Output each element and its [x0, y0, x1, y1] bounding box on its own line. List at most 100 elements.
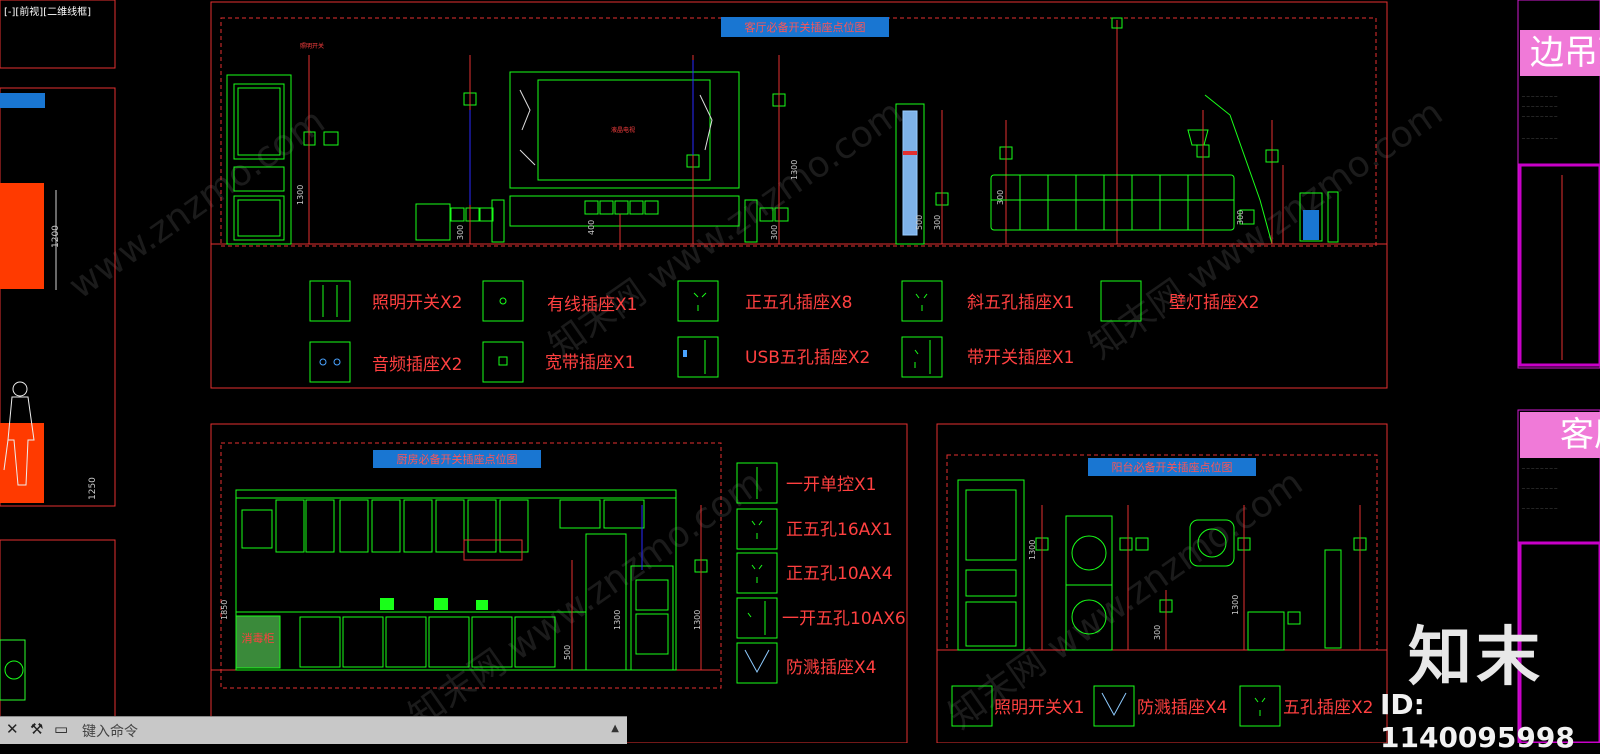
- kitchen-legend-icons: [736, 462, 778, 684]
- kitchen-disinfect-label: 消毒柜: [242, 631, 275, 645]
- balcony-door: [957, 479, 1025, 651]
- right-panels: ─ ─ ─ ─ ─ ─ ─ ─ ─ ─ ─ ─ ─ ─ ─ ─ ─ ─ ─ ─ ─…: [1517, 0, 1600, 743]
- five-hole-socket-icon: [1239, 685, 1281, 727]
- kitchen-legend-1: 正五孔16AX1: [786, 520, 893, 540]
- living-dim-1: 300: [456, 225, 465, 240]
- balcony-legend-icons: [951, 685, 1281, 727]
- command-history-icon[interactable]: ▭: [54, 720, 69, 738]
- washer-dryer: [1065, 515, 1113, 651]
- kitchen-legend-0: 一开单控X1: [786, 475, 876, 495]
- living-legend-7: USB五孔插座X2: [745, 348, 870, 368]
- balcony-legend-0: 照明开关X1: [994, 698, 1084, 718]
- switched-socket-icon: [901, 336, 943, 378]
- living-door-switch: 照明开关: [300, 42, 324, 50]
- kitchen-dim-2: 1300: [613, 610, 622, 630]
- command-line[interactable]: ✕ ⚒ ▭ 键入命令 ▲: [0, 716, 627, 744]
- switch-icon: [951, 685, 993, 727]
- balcony-panel: 阳台必备开关插座点位图: [936, 423, 1388, 743]
- living-title: 客厅必备开关插座点位图: [745, 20, 866, 34]
- living-legend-2: 正五孔插座X8: [745, 293, 852, 313]
- wall-fan: [1189, 519, 1235, 567]
- tv-socket-icon: [482, 280, 524, 322]
- five-hole-16a-icon: [736, 508, 778, 550]
- viewport-label[interactable]: [-][前视][二维线框]: [4, 5, 91, 18]
- living-legend-0: 照明开关X2: [372, 293, 462, 313]
- right-header-bottom-text: 客厅: [1560, 415, 1600, 455]
- living-legend-4: 壁灯插座X2: [1169, 293, 1259, 313]
- living-legend-3: 斜五孔插座X1: [967, 293, 1074, 313]
- svg-text:www.znzmo.com: www.znzmo.com: [62, 101, 333, 308]
- wrench-icon[interactable]: ⚒: [30, 720, 44, 738]
- single-switch-icon: [736, 462, 778, 504]
- living-dim-5: 300: [933, 215, 942, 230]
- right-header-bottom: 客厅: [1520, 412, 1600, 458]
- svg-text:─ ─ ─ ─ ─ ─ ─ ─: ─ ─ ─ ─ ─ ─ ─ ─: [1521, 506, 1558, 512]
- splash-proof-icon: [736, 642, 778, 684]
- balcony-dim-2: 300: [1153, 625, 1162, 640]
- close-icon[interactable]: ✕: [6, 720, 19, 738]
- person-figure-icon: [3, 381, 35, 486]
- expand-up-icon[interactable]: ▲: [611, 723, 619, 734]
- watermark-id: ID: 1140095998: [1380, 688, 1575, 754]
- kitchen-cabinets: [235, 489, 677, 671]
- switched-10a-icon: [736, 597, 778, 639]
- usb-socket-icon: [677, 336, 719, 378]
- living-legend-5: 音频插座X2: [372, 355, 462, 375]
- tv-label: 液晶电视: [611, 126, 635, 134]
- svg-text:─ ─ ─ ─ ─ ─ ─ ─: ─ ─ ─ ─ ─ ─ ─ ─: [1521, 466, 1558, 472]
- living-legend-8: 带开关插座X1: [967, 348, 1074, 368]
- living-panel: 客厅必备开关插座点位图 照明开关 1300 液晶电视: [210, 1, 1388, 389]
- network-socket-icon: [482, 341, 524, 383]
- svg-text:─ ─ ─ ─ ─ ─ ─ ─: ─ ─ ─ ─ ─ ─ ─ ─: [1521, 136, 1558, 142]
- air-conditioner: [895, 103, 925, 245]
- kitchen-legend-2: 正五孔10AX4: [786, 564, 893, 584]
- living-dim-6: 500: [915, 215, 924, 230]
- five-hole-socket-icon: [677, 280, 719, 322]
- living-dim-2: 400: [587, 220, 596, 235]
- sofa: [990, 174, 1235, 231]
- living-dim-4: 1300: [790, 160, 799, 180]
- splash-proof-icon: [1093, 685, 1135, 727]
- right-header-top-text: 边吊顶: [1530, 33, 1600, 73]
- audio-socket-icon: [309, 341, 351, 383]
- blank-plate-icon: [1100, 280, 1142, 322]
- balcony-legend-2: 五孔插座X2: [1283, 698, 1373, 718]
- living-legend-icons: [309, 280, 1142, 383]
- kitchen-legend-3: 一开五孔10AX6: [782, 609, 906, 629]
- living-dim-3: 300: [770, 225, 779, 240]
- balcony-title: 阳台必备开关插座点位图: [1112, 460, 1233, 474]
- tv-wall: [415, 71, 758, 243]
- svg-text:─ ─ ─ ─ ─ ─ ─ ─: ─ ─ ─ ─ ─ ─ ─ ─: [1521, 104, 1558, 110]
- balcony-dim-1: 1300: [1231, 595, 1240, 615]
- living-dim-7: 300: [996, 190, 1005, 205]
- living-dim-0: 1300: [296, 185, 305, 205]
- kitchen-panel: 厨房必备开关插座点位图 消毒柜: [210, 423, 908, 743]
- kitchen-dim-1: 500: [563, 645, 572, 660]
- slanted-socket-icon: [901, 280, 943, 322]
- switch-2gang-icon: [309, 280, 351, 322]
- tv-sockets: [450, 92, 789, 222]
- left-dim-0: 1200: [51, 225, 61, 248]
- left-dim-1: 1250: [88, 477, 98, 500]
- kitchen-title: 厨房必备开关插座点位图: [397, 452, 518, 466]
- living-legend-6: 宽带插座X1: [545, 353, 635, 373]
- balcony-dim-0: 1300: [1028, 540, 1037, 560]
- living-door: [226, 74, 292, 245]
- svg-text:知末网 www.znzmo.com: 知末网 www.znzmo.com: [942, 462, 1311, 737]
- kitchen-dim-3: 1300: [693, 610, 702, 630]
- living-dim-8: 300: [1236, 210, 1245, 225]
- svg-text:─ ─ ─ ─ ─ ─ ─ ─: ─ ─ ─ ─ ─ ─ ─ ─: [1521, 94, 1558, 100]
- left-panels: 1200 1250 [-][前视][二维线框]: [0, 0, 116, 741]
- five-hole-10a-icon: [736, 552, 778, 594]
- command-input[interactable]: 键入命令: [82, 724, 138, 740]
- kitchen-dim-0: 1850: [220, 600, 229, 620]
- living-legend-1: 有线插座X1: [547, 295, 637, 315]
- svg-text:知末网 www.znzmo.com: 知末网 www.znzmo.com: [542, 92, 911, 367]
- svg-text:─ ─ ─ ─ ─ ─ ─ ─: ─ ─ ─ ─ ─ ─ ─ ─: [1521, 114, 1558, 120]
- watermark-logo: 知末: [1408, 621, 1544, 695]
- balcony-legend-1: 防溅插座X4: [1137, 698, 1227, 718]
- right-header-top: 边吊顶: [1520, 30, 1600, 76]
- kitchen-legend-4: 防溅插座X4: [786, 658, 876, 678]
- svg-text:─ ─ ─ ─ ─ ─ ─ ─: ─ ─ ─ ─ ─ ─ ─ ─: [1521, 486, 1558, 492]
